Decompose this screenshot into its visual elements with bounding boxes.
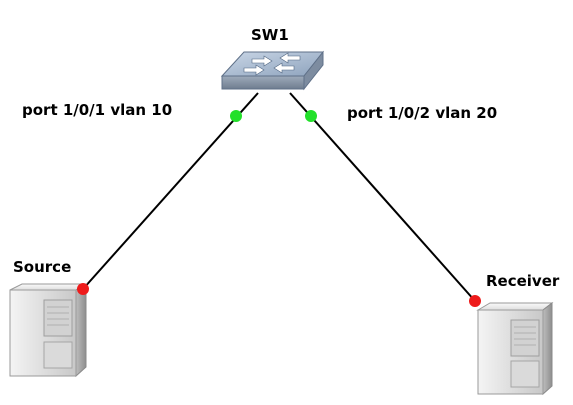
receiver-host-label: Receiver	[486, 272, 560, 290]
port-status-down-dot	[469, 295, 481, 307]
source-host-label: Source	[13, 258, 71, 276]
port-status-down-dot	[77, 283, 89, 295]
link-source-sw1	[82, 92, 259, 290]
switch-label: SW1	[251, 26, 289, 44]
server-tower-icon[interactable]	[9, 283, 88, 378]
port-label-vlan10: port 1/0/1 vlan 10	[22, 101, 172, 119]
port-label-vlan20: port 1/0/2 vlan 20	[347, 104, 497, 122]
network-switch-icon[interactable]	[220, 50, 325, 91]
link-sw1-receiver	[289, 92, 476, 302]
server-tower-icon[interactable]	[476, 301, 554, 396]
port-status-up-dot	[305, 110, 317, 122]
port-status-up-dot	[230, 110, 242, 122]
